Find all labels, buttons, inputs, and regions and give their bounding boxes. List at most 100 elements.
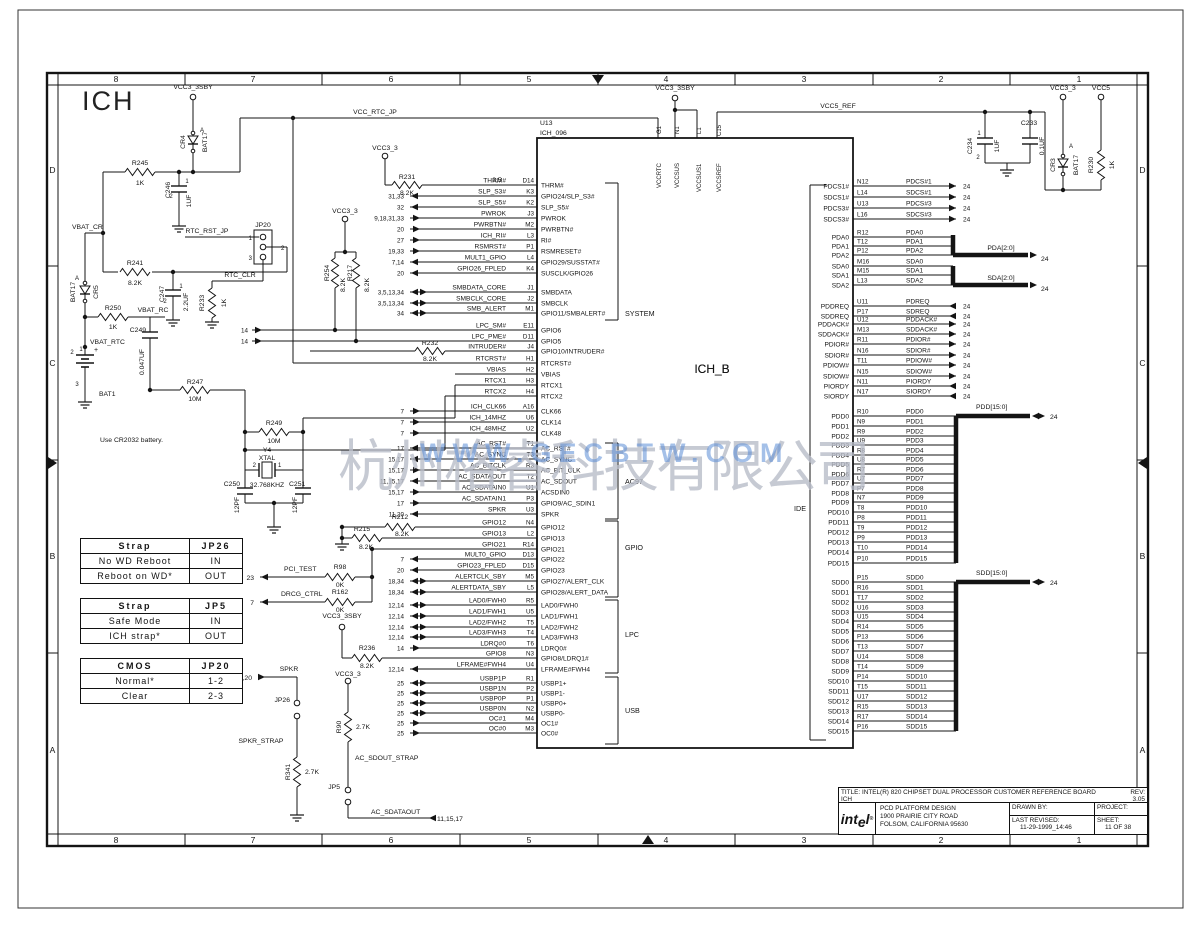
svg-text:PDD4: PDD4 (831, 453, 849, 460)
svg-text:T5: T5 (527, 620, 535, 627)
svg-text:8.2K: 8.2K (340, 278, 347, 292)
svg-text:L3: L3 (527, 233, 535, 240)
svg-text:ALERTDATA_SBY: ALERTDATA_SBY (451, 585, 506, 592)
svg-text:1K: 1K (221, 298, 228, 307)
svg-text:U2: U2 (526, 426, 535, 433)
svg-text:N4: N4 (526, 520, 535, 527)
svg-text:11,20: 11,20 (389, 512, 405, 519)
svg-text:PDDACK#: PDDACK# (906, 317, 937, 324)
svg-text:USBP1N: USBP1N (480, 686, 507, 693)
svg-text:SDD[15:0]: SDD[15:0] (976, 570, 1007, 577)
svg-text:GPIO29/SUSSTAT#: GPIO29/SUSSTAT# (541, 260, 600, 267)
svg-text:24: 24 (963, 374, 971, 381)
svg-text:PDD14: PDD14 (828, 550, 850, 557)
svg-text:LPC_SM#: LPC_SM# (476, 323, 506, 330)
svg-text:1: 1 (278, 463, 282, 469)
svg-text:M5: M5 (525, 574, 534, 581)
svg-text:1: 1 (179, 284, 183, 290)
svg-text:P12: P12 (857, 248, 869, 255)
svg-text:A: A (1069, 144, 1073, 150)
svg-text:3: 3 (802, 835, 807, 845)
svg-text:VCC3_3SBY: VCC3_3SBY (322, 613, 362, 620)
svg-text:JP26: JP26 (275, 697, 291, 704)
svg-text:D: D (1139, 165, 1145, 175)
page-title: ICH (82, 86, 135, 116)
svg-text:25: 25 (397, 681, 405, 688)
svg-text:5: 5 (527, 74, 532, 84)
svg-text:PDD3: PDD3 (831, 443, 849, 450)
svg-text:R247: R247 (187, 379, 203, 386)
svg-text:SDDACK#: SDDACK# (818, 332, 849, 339)
svg-text:RTC_RST_JP: RTC_RST_JP (186, 228, 229, 235)
svg-text:2.7K: 2.7K (356, 724, 370, 731)
svg-text:GPIO22: GPIO22 (541, 557, 565, 564)
svg-text:U4: U4 (526, 662, 535, 669)
svg-text:D14: D14 (522, 178, 534, 185)
svg-text:PDD13: PDD13 (828, 540, 850, 547)
svg-text:U7: U7 (857, 476, 866, 483)
svg-text:PDD7: PDD7 (906, 476, 924, 483)
svg-text:12,14: 12,14 (388, 614, 404, 621)
rev-label: REV: (1130, 789, 1145, 796)
svg-text:SLP_S5#: SLP_S5# (478, 200, 506, 207)
svg-text:GPIO13: GPIO13 (541, 536, 565, 543)
svg-text:PDD6: PDD6 (831, 472, 849, 479)
svg-text:12PF: 12PF (234, 497, 241, 513)
svg-text:LDRQ0#: LDRQ0# (541, 646, 567, 653)
svg-text:PDCS1#: PDCS1# (823, 184, 849, 191)
sheet-cell: SHEET:11 OF 38 (1095, 816, 1147, 834)
svg-text:XTAL: XTAL (259, 455, 276, 462)
svg-text:U9: U9 (857, 438, 866, 445)
svg-text:VCC5: VCC5 (1092, 85, 1110, 92)
svg-text:K4: K4 (526, 266, 534, 273)
svg-text:SLP_S5#: SLP_S5# (541, 205, 569, 212)
svg-text:M15: M15 (857, 268, 870, 275)
svg-text:BAT17: BAT17 (202, 132, 209, 152)
svg-text:A16: A16 (523, 404, 535, 411)
drawn-by-label: DRAWN BY: (1010, 803, 1094, 816)
svg-text:T9: T9 (857, 525, 865, 532)
svg-text:Use CR2032 battery.: Use CR2032 battery. (100, 437, 163, 444)
svg-text:T10: T10 (857, 545, 868, 552)
svg-text:SPKR: SPKR (488, 507, 506, 514)
svg-text:CLK48: CLK48 (541, 431, 561, 438)
svg-text:SDD15: SDD15 (906, 724, 928, 731)
svg-text:SDD13: SDD13 (906, 704, 928, 711)
svg-text:ACSDIN0: ACSDIN0 (541, 490, 570, 497)
svg-text:L13: L13 (857, 278, 868, 285)
svg-text:4: 4 (664, 835, 669, 845)
svg-text:L16: L16 (857, 212, 868, 219)
svg-text:T2: T2 (527, 474, 535, 481)
svg-text:SDD4: SDD4 (831, 619, 849, 626)
table-header-cell: Strap (80, 598, 190, 614)
svg-text:2.2UF: 2.2UF (183, 293, 190, 312)
title-text: TITLE: INTEL(R) 820 CHIPSET DUAL PROCESS… (841, 789, 1096, 796)
table-cell: Reboot on WD* (80, 568, 190, 584)
svg-text:SDDREQ: SDDREQ (821, 314, 849, 321)
svg-text:PDD15: PDD15 (906, 556, 928, 563)
svg-text:24: 24 (963, 195, 971, 202)
svg-text:24: 24 (1041, 286, 1049, 293)
svg-text:SDA2: SDA2 (906, 278, 924, 285)
svg-text:R341: R341 (285, 764, 292, 780)
svg-text:SDD2: SDD2 (831, 600, 849, 607)
svg-text:1: 1 (79, 347, 83, 353)
svg-text:11,15,17: 11,15,17 (437, 816, 463, 823)
svg-text:2: 2 (281, 246, 285, 252)
svg-text:C247: C247 (159, 286, 166, 302)
svg-text:LDRQ#0: LDRQ#0 (480, 641, 506, 648)
svg-text:VCCRTC: VCCRTC (657, 162, 663, 188)
svg-text:RTCX2: RTCX2 (485, 389, 507, 396)
svg-text:8.2K: 8.2K (400, 190, 414, 197)
svg-text:RTCX1: RTCX1 (541, 383, 563, 390)
svg-text:GPIO11/SMBALERT#: GPIO11/SMBALERT# (541, 311, 606, 318)
svg-text:M4: M4 (525, 716, 534, 723)
table-cell: Normal* (80, 673, 190, 689)
svg-text:18,34: 18,34 (388, 590, 404, 597)
svg-text:T13: T13 (857, 644, 868, 651)
svg-text:U15: U15 (857, 614, 869, 621)
svg-text:PDD2: PDD2 (906, 429, 924, 436)
svg-text:PDREQ: PDREQ (906, 299, 929, 306)
svg-text:LFRAME#FWH4: LFRAME#FWH4 (541, 667, 590, 674)
svg-text:PDD0: PDD0 (831, 414, 849, 421)
